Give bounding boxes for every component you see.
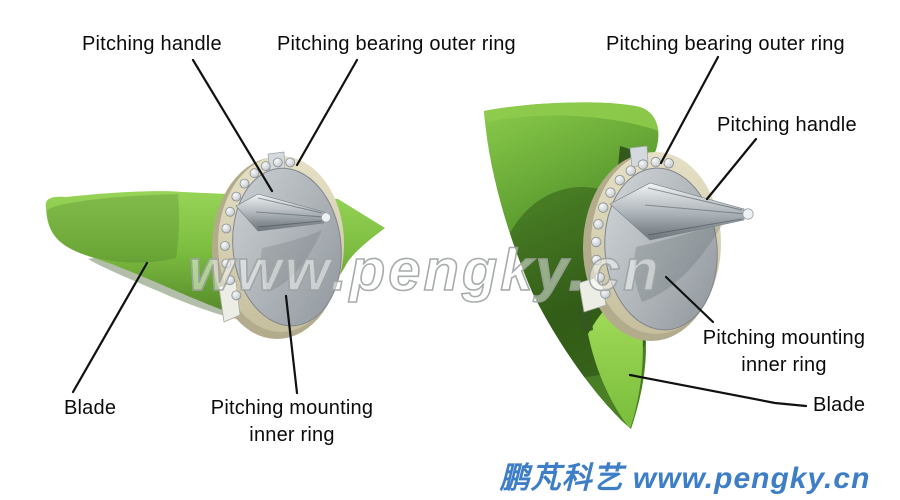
label-right-pitching-handle: Pitching handle xyxy=(717,114,857,136)
right-bottom-block xyxy=(578,275,607,313)
left-blade-front-face-shade xyxy=(47,194,180,263)
leader-right-pitching-handle xyxy=(705,137,758,201)
label-left-pitching-handle: Pitching handle xyxy=(82,33,222,55)
left-view-illustration xyxy=(45,151,386,339)
leader-right-bearing-outer-ring xyxy=(659,55,720,165)
label-right-bearing-outer-ring: Pitching bearing outer ring xyxy=(606,33,845,55)
right-blade-top-face xyxy=(484,102,659,131)
left-ball-bearings xyxy=(220,157,296,301)
label-left-blade: Blade xyxy=(64,397,117,419)
right-ball-bearings xyxy=(591,156,675,299)
left-blade-underside-shade xyxy=(88,258,266,324)
leader-left-blade xyxy=(71,261,149,394)
left-pitching-handle-cone xyxy=(235,193,331,232)
leader-left-bearing-outer-ring xyxy=(295,58,359,167)
label-left-bearing-outer-ring: Pitching bearing outer ring xyxy=(277,33,516,55)
leader-left-pitching-handle xyxy=(191,58,274,193)
leader-right-blade xyxy=(628,373,808,408)
leader-left-mounting-inner-ring xyxy=(284,294,299,395)
right-cone-shadow xyxy=(634,222,724,302)
label-right-blade: Blade xyxy=(813,394,866,416)
right-pitching-handle-cone xyxy=(609,182,754,241)
leader-lines xyxy=(71,55,808,408)
footer-branding: 鹏芃科艺 www.pengky.cn xyxy=(499,462,871,495)
leader-right-mounting-inner-ring xyxy=(664,275,715,324)
left-cone-shadow xyxy=(260,230,322,292)
label-left-mounting-inner-ring: Pitching mounting inner ring xyxy=(210,397,374,446)
watermark-text: www.pengky.cn xyxy=(188,238,661,303)
label-right-mounting-inner-ring: Pitching mounting inner ring xyxy=(702,327,866,376)
